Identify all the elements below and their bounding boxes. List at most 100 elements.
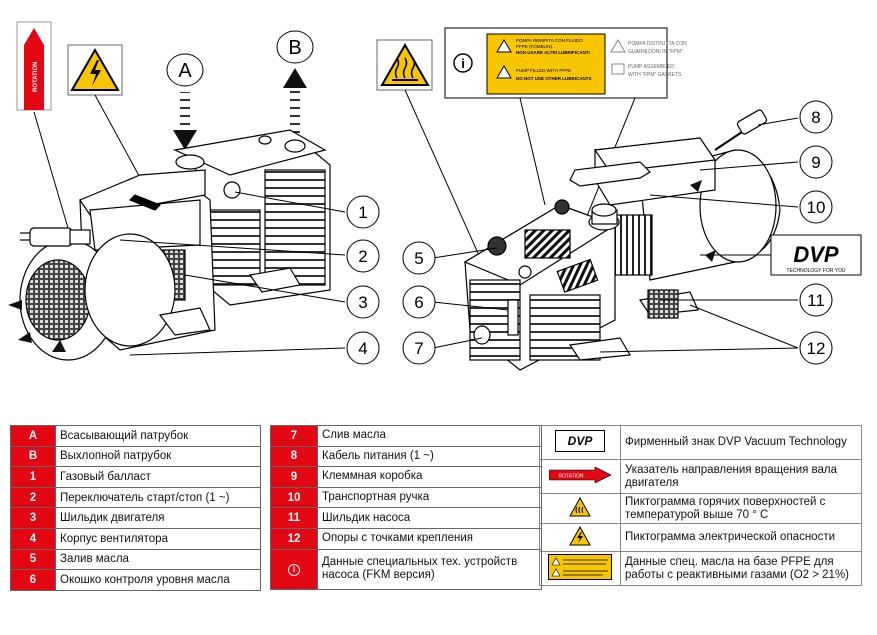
legend-text: Опоры с точками крепления [317, 527, 542, 550]
legend-text: Транспортная ручка [317, 486, 542, 509]
legend-text: Указатель направления вращения вала двиг… [620, 459, 862, 494]
legend-text: Шильдик двигателя [55, 507, 261, 529]
legend-row: ROTATION Указатель направления вращения … [539, 459, 862, 494]
leader-lines-left [119, 191, 346, 356]
airflow-arrows [8, 300, 66, 352]
pump-diagram: ROTATION A B [8, 21, 862, 371]
legend-row: DVP Фирменный знак DVP Vacuum Technology [539, 425, 862, 460]
legend-key: 11 [270, 507, 318, 529]
electric-hazard-icon [539, 523, 621, 552]
callouts-right: 5 6 7 8 9 10 11 12 [402, 100, 833, 365]
oil-label-icon [539, 551, 621, 586]
legend-text: Выхлопной патрубок [55, 445, 261, 468]
legend-key: 5 [10, 548, 56, 571]
svg-text:DVP: DVP [793, 242, 839, 267]
svg-text:11: 11 [807, 291, 825, 310]
legend-text: Слив масла [317, 425, 542, 447]
hot-surface-icon [539, 493, 621, 524]
callout-b: B [276, 30, 314, 133]
svg-text:5: 5 [414, 249, 423, 268]
svg-text:TECHNOLOGY FOR YOU: TECHNOLOGY FOR YOU [787, 268, 846, 274]
legend-key: 7 [270, 425, 318, 447]
svg-text:DVP: DVP [568, 434, 594, 448]
hot-surface-icon [376, 39, 433, 91]
legend-text: Фирменный знак DVP Vacuum Technology [620, 425, 862, 460]
legend-text: Данные специальных тех. устройств насоса… [317, 548, 542, 590]
rotation-arrow-icon: ROTATION [539, 459, 621, 494]
legend-text: Данные спец. масла на базе PFPE для рабо… [620, 551, 862, 586]
legend-text: Окошко контроля уровня масла [55, 569, 261, 591]
svg-text:PUMP FILLED WITH PFPE: PUMP FILLED WITH PFPE [516, 68, 571, 73]
legend-text: Шильдик насоса [317, 507, 542, 529]
svg-text:PFPE (FOMBLIN).: PFPE (FOMBLIN). [516, 44, 553, 49]
legend-text: Всасывающий патрубок [55, 425, 261, 447]
svg-text:B: B [288, 37, 301, 59]
legend-key: 8 [270, 445, 318, 468]
svg-text:PUMP ASSEMBLED: PUMP ASSEMBLED [628, 64, 674, 70]
legend-key: 3 [10, 507, 56, 529]
pfpe-oil-label: POMPA RIEMPITA CON FLUIDO PFPE (FOMBLIN)… [486, 33, 606, 95]
svg-text:NON USARE ALTRI LUBRIFICANTI: NON USARE ALTRI LUBRIFICANTI [516, 50, 590, 55]
legend-row: Пиктограмма горячих поверхностей с темпе… [539, 493, 862, 524]
svg-text:DO NOT USE OTHER LUBRICANTS: DO NOT USE OTHER LUBRICANTS [516, 76, 592, 81]
pump-illustration-right [463, 109, 781, 371]
svg-text:A: A [178, 60, 192, 82]
legend-key: 4 [10, 527, 56, 550]
legend-row: Пиктограмма электрической опасности [539, 523, 862, 552]
legend-text: Кабель питания (1 ~) [317, 445, 542, 468]
info-icon: i [270, 548, 318, 590]
svg-text:9: 9 [811, 153, 820, 172]
legend-key: 9 [270, 466, 318, 488]
rotation-label: ROTATION [33, 62, 39, 92]
svg-text:POMPA RIEMPITA CON FLUIDO: POMPA RIEMPITA CON FLUIDO [516, 38, 583, 43]
callouts-left: 1 2 3 4 [346, 195, 380, 365]
legend-key: 2 [10, 486, 56, 509]
legend-key: 12 [270, 527, 318, 550]
svg-text:3: 3 [358, 293, 367, 312]
svg-text:WITH "FPM" GASKETS: WITH "FPM" GASKETS [628, 72, 682, 78]
fpm-gasket-label: POMPA DISTRUTTA CON GUARNIZIONI IN "FPM"… [610, 39, 687, 78]
legend-text: Пиктограмма электрической опасности [620, 523, 862, 552]
legend-text: Газовый балласт [55, 466, 261, 488]
svg-text:4: 4 [358, 339, 367, 358]
info-label-box: i POMPA RIEMPITA CON FLUIDO PFPE (FOMBLI… [444, 27, 687, 99]
motor-arrows [690, 180, 716, 262]
rotation-arrow-icon: ROTATION [16, 21, 52, 111]
electric-hazard-icon [67, 44, 123, 96]
legend-key: B [10, 445, 56, 468]
legend-text: Клеммная коробка [317, 466, 542, 488]
legend-text: Пиктограмма горячих поверхностей с темпе… [620, 493, 862, 524]
legend-table-pictograms: DVP Фирменный знак DVP Vacuum Technology… [539, 425, 862, 586]
svg-text:ROTATION: ROTATION [558, 474, 583, 480]
legend-text: Переключатель старт/стоп (1 ~) [55, 486, 261, 509]
legend-key: 1 [10, 466, 56, 488]
svg-text:GUARNIZIONI IN "FPM": GUARNIZIONI IN "FPM" [628, 49, 683, 55]
svg-text:2: 2 [358, 247, 367, 266]
svg-text:POMPA DISTRUTTA CON: POMPA DISTRUTTA CON [628, 41, 687, 47]
pump-illustration-left [19, 129, 331, 361]
svg-text:1: 1 [358, 203, 367, 222]
legend-key: 10 [270, 486, 318, 509]
legend-key: A [10, 425, 56, 447]
dvp-logo-icon: DVP TECHNOLOGY FOR YOU [770, 234, 862, 276]
svg-text:12: 12 [807, 339, 826, 358]
svg-text:6: 6 [414, 293, 423, 312]
svg-text:8: 8 [811, 108, 820, 127]
callout-a: A [166, 53, 204, 150]
svg-text:10: 10 [807, 198, 826, 217]
legend-row: Данные спец. масла на базе PFPE для рабо… [539, 551, 862, 586]
